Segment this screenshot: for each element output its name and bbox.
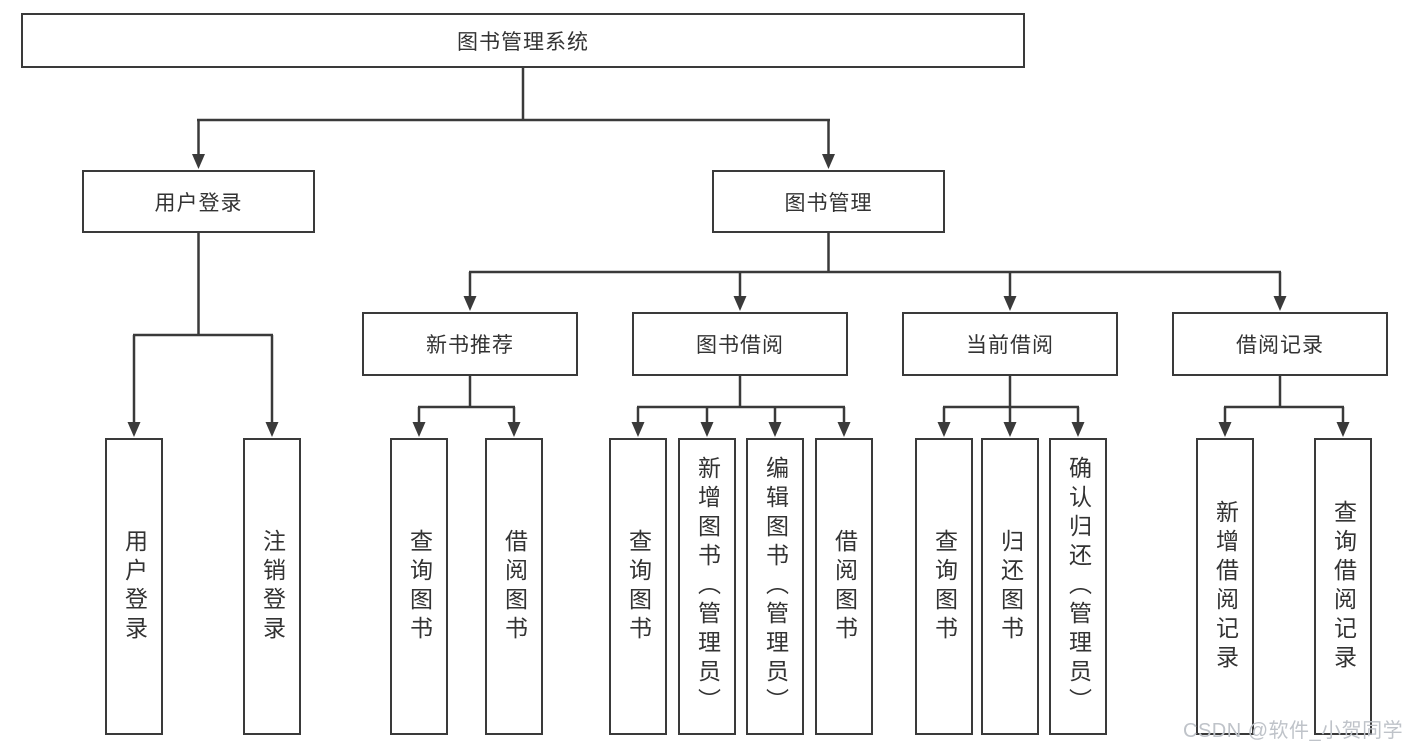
node-leaf-query-book-1: 查询图书: [390, 438, 448, 735]
node-book-management: 图书管理: [712, 170, 945, 233]
node-label: 借阅图书: [831, 528, 858, 645]
node-label: 编辑图书（管理员）: [762, 456, 789, 717]
node-leaf-add-borrow-record: 新增借阅记录: [1196, 438, 1254, 735]
node-leaf-return-book: 归还图书: [981, 438, 1039, 735]
node-leaf-query-book-2: 查询图书: [609, 438, 667, 735]
node-current-borrow: 当前借阅: [902, 312, 1118, 376]
node-leaf-query-book-3: 查询图书: [915, 438, 973, 735]
node-label: 查询借阅记录: [1330, 499, 1357, 674]
node-label: 用户登录: [121, 528, 148, 645]
node-label: 新增图书（管理员）: [694, 456, 721, 717]
node-label: 查询图书: [931, 528, 958, 645]
node-leaf-add-book-admin: 新增图书（管理员）: [678, 438, 736, 735]
node-leaf-borrow-book-2: 借阅图书: [815, 438, 873, 735]
node-label: 确认归还（管理员）: [1065, 456, 1092, 717]
node-leaf-confirm-return-admin: 确认归还（管理员）: [1049, 438, 1107, 735]
node-leaf-query-borrow-record: 查询借阅记录: [1314, 438, 1372, 735]
node-borrow-records: 借阅记录: [1172, 312, 1388, 376]
node-label: 借阅图书: [501, 528, 528, 645]
node-leaf-edit-book-admin: 编辑图书（管理员）: [746, 438, 804, 735]
node-new-book-recommend: 新书推荐: [362, 312, 578, 376]
node-label: 归还图书: [997, 528, 1024, 645]
node-label: 注销登录: [259, 528, 286, 645]
node-label: 新增借阅记录: [1212, 499, 1239, 674]
node-label: 查询图书: [625, 528, 652, 645]
node-leaf-user-login: 用户登录: [105, 438, 163, 735]
node-book-borrow: 图书借阅: [632, 312, 848, 376]
node-leaf-logout: 注销登录: [243, 438, 301, 735]
node-user-login: 用户登录: [82, 170, 315, 233]
node-label: 查询图书: [406, 528, 433, 645]
node-library-management-system: 图书管理系统: [21, 13, 1025, 68]
csdn-watermark: CSDN @软件_小贺同学: [1183, 720, 1404, 742]
node-leaf-borrow-book-1: 借阅图书: [485, 438, 543, 735]
